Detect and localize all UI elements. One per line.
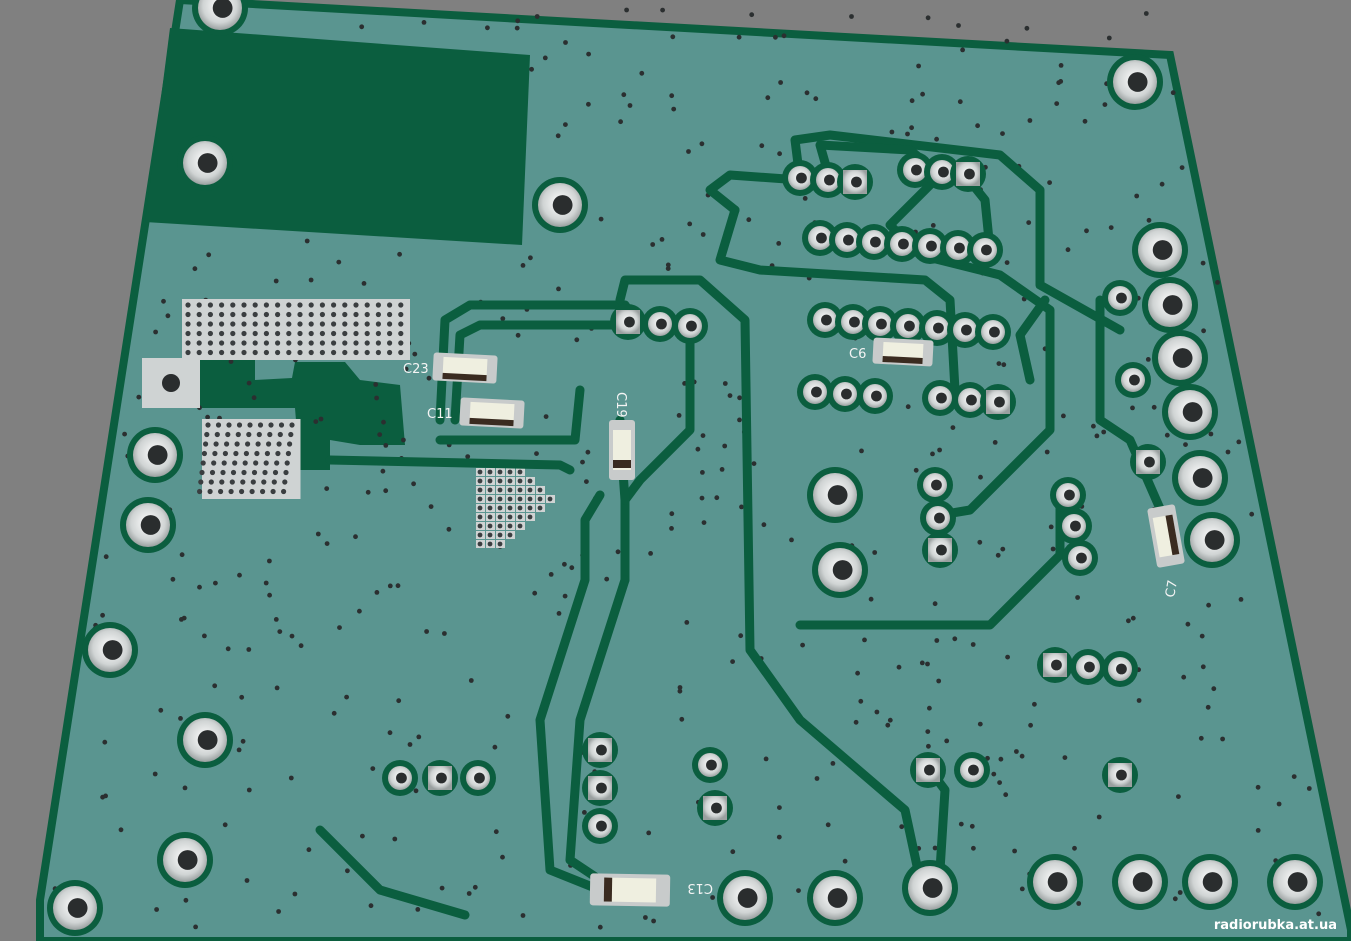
copper-pour <box>145 28 530 245</box>
capacitor-c6 <box>872 337 934 367</box>
capacitor-c23 <box>432 352 498 384</box>
copper-pour-regulator <box>195 360 405 470</box>
silkscreen-labels: C23 C11 C19 C6 C7 C13 <box>403 347 1181 895</box>
label-c7: C7 <box>1163 579 1181 599</box>
label-c19: C19 <box>613 392 628 418</box>
capacitor-c11 <box>459 397 525 429</box>
label-c23: C23 <box>403 362 429 377</box>
via-grid-triangle <box>476 468 555 548</box>
smd-components <box>432 337 1185 907</box>
capacitor-c13 <box>589 873 671 907</box>
capacitor-c19 <box>609 420 635 480</box>
watermark: radiorubka.at.ua <box>1213 918 1337 933</box>
via-grid-left <box>182 299 410 360</box>
label-c11: C11 <box>427 407 453 422</box>
label-c13: C13 <box>687 880 713 895</box>
capacitor-c7 <box>1147 504 1185 568</box>
via-grid-lower <box>197 419 301 499</box>
through-hole-pads <box>47 0 1323 936</box>
label-c6: C6 <box>849 347 866 362</box>
